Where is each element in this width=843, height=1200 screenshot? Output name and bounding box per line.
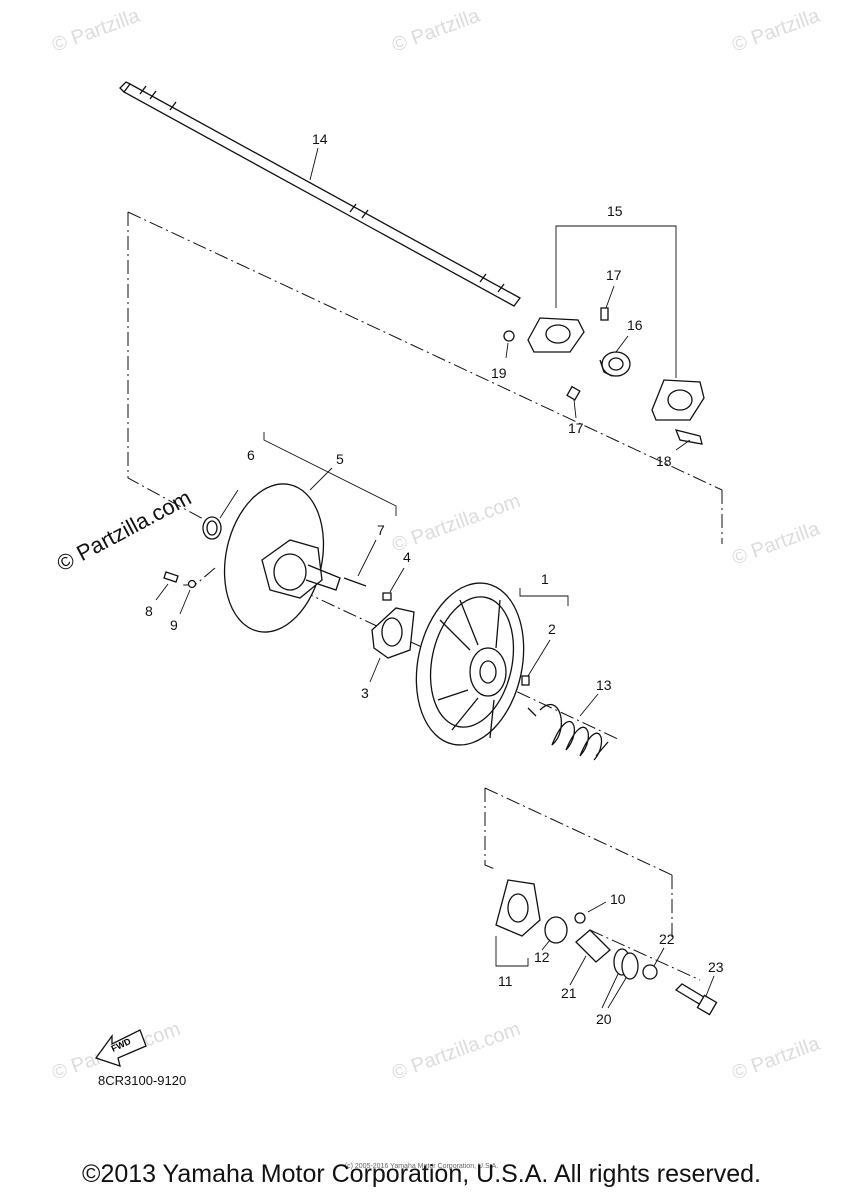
callout-5: 5: [336, 451, 344, 467]
callout-numbers: 14 15 17 16 19 17 18 6 5 7 4 1 8 9 2 3 1…: [145, 131, 724, 1027]
callout-20: 20: [596, 1011, 612, 1027]
leader-lines: [155, 147, 715, 1009]
callout-9: 9: [170, 617, 178, 633]
watermark: © Partzilla: [729, 4, 823, 56]
callout-16: 16: [627, 317, 643, 333]
callout-15: 15: [607, 203, 623, 219]
callout-18: 18: [656, 453, 672, 469]
copyright-footer: ©2013 Yamaha Motor Corporation, U.S.A. A…: [82, 1160, 761, 1188]
sliding-sheave: [163, 483, 367, 633]
callout-17-upper: 17: [606, 267, 622, 283]
callout-7: 7: [377, 522, 385, 538]
watermark-prominent: © Partzilla.com: [53, 485, 196, 577]
fixed-sheave: [415, 582, 530, 746]
callout-19: 19: [491, 365, 507, 381]
callout-14: 14: [312, 131, 328, 147]
callout-21: 21: [561, 985, 577, 1001]
watermark: © Partzilla.com: [389, 490, 523, 557]
callout-8: 8: [145, 603, 153, 619]
watermark: © Partzilla: [389, 4, 483, 56]
callout-22: 22: [659, 931, 675, 947]
watermark: © Partzilla: [49, 4, 143, 56]
callout-12: 12: [534, 949, 550, 965]
callout-3: 3: [361, 685, 369, 701]
callout-23: 23: [708, 959, 724, 975]
callout-1: 1: [541, 571, 549, 587]
callout-11: 11: [498, 973, 513, 989]
small-copyright: (c) 2005-2016 Yamaha Motor Corporation, …: [344, 1163, 499, 1170]
watermark: © Partzilla: [729, 517, 823, 569]
drive-shaft: [119, 81, 521, 307]
cam-assembly: [495, 879, 718, 1016]
watermark: © Partzilla: [729, 1032, 823, 1084]
callout-17-lower: 17: [568, 420, 584, 436]
gasket-and-screw: [371, 592, 415, 659]
callout-13: 13: [596, 677, 612, 693]
drawing-code: 8CR3100-9120: [98, 1073, 187, 1088]
spring: [527, 703, 609, 761]
callout-10: 10: [610, 891, 626, 907]
bearing-housing-assembly: [503, 307, 705, 445]
watermarks: © Partzilla © Partzilla © Partzilla © Pa…: [49, 4, 823, 1084]
watermark: © Partzilla.com: [389, 1018, 523, 1085]
callout-2: 2: [548, 621, 556, 637]
callout-4: 4: [403, 549, 411, 565]
callout-6: 6: [247, 447, 255, 463]
